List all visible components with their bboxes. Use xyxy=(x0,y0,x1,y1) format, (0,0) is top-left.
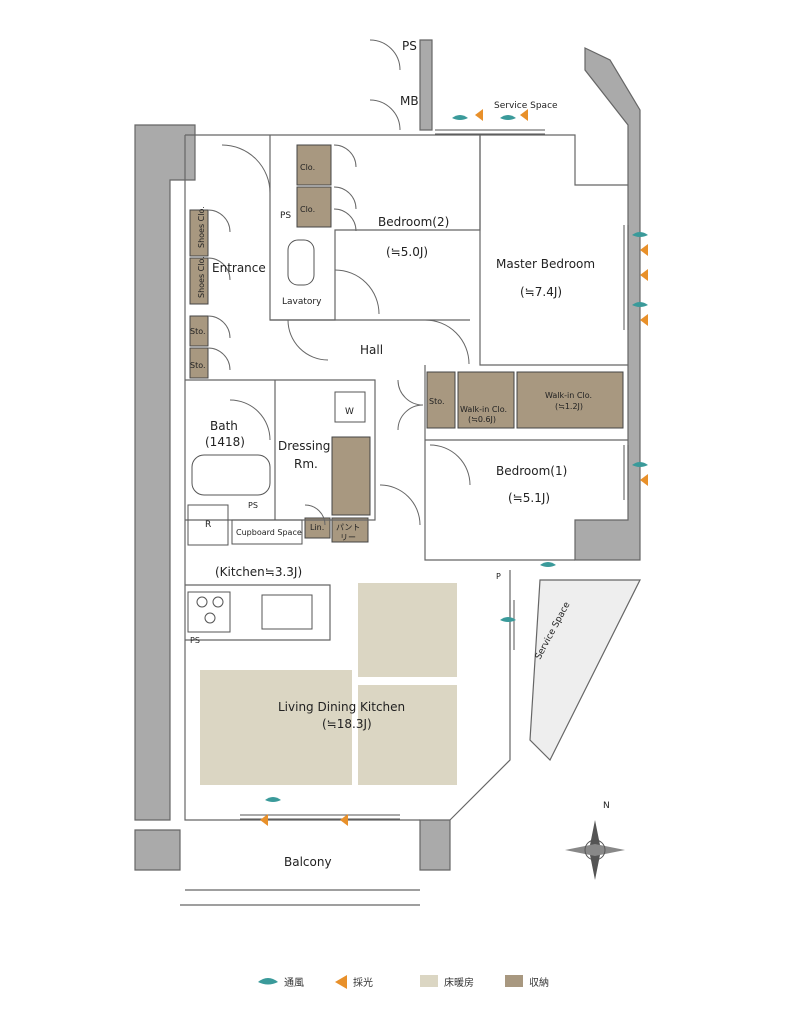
master-bedroom-size: (≒7.4J) xyxy=(520,285,562,299)
bedroom2-size: (≒5.0J) xyxy=(386,245,428,259)
washer-box xyxy=(334,391,366,423)
kitchen-label: (Kitchen≒3.3J) xyxy=(215,565,302,579)
cupboard-box xyxy=(231,519,303,545)
bath-label: Bath xyxy=(210,419,238,433)
ps-top-label: PS xyxy=(402,39,417,53)
p-label: P xyxy=(496,572,501,581)
legend-storage: 収納 xyxy=(529,976,549,989)
ldk-label: Living Dining Kitchen xyxy=(278,700,405,714)
ldk-size: (≒18.3J) xyxy=(322,717,372,731)
balcony-label: Balcony xyxy=(284,855,332,869)
wic-small-label: Walk-in Clo. xyxy=(460,405,507,414)
legend-daylight: 採光 xyxy=(353,976,373,989)
sto-2-label: Sto. xyxy=(190,361,206,370)
wic-large-size: (≒1.2J) xyxy=(555,402,583,411)
daylight-marks xyxy=(260,109,648,826)
ps-bath-label: PS xyxy=(248,501,258,510)
mb-label: MB xyxy=(400,94,419,108)
dressing-rm-label: Rm. xyxy=(294,457,318,471)
cupboard-label: Cupboard Space xyxy=(236,528,302,537)
walls xyxy=(134,39,641,906)
wic-small-size: (≒0.6J) xyxy=(468,415,496,424)
toilet xyxy=(287,239,315,286)
washer-label: W xyxy=(345,407,354,417)
wic-large-label: Walk-in Clo. xyxy=(545,391,592,400)
pantry-label-1: パント xyxy=(336,523,360,532)
bath-size: (1418) xyxy=(205,435,245,449)
sto-1-label: Sto. xyxy=(190,327,206,336)
bathtub xyxy=(191,454,271,496)
stove xyxy=(187,591,231,633)
linen-label: Lin. xyxy=(310,523,324,532)
shoes-clo-1-label: Shoes Clo. xyxy=(197,206,206,248)
legend-swatches xyxy=(258,975,523,989)
floor-heating-swatch xyxy=(420,975,438,987)
master-bedroom-label: Master Bedroom xyxy=(496,257,595,271)
ps-lav-label: PS xyxy=(280,211,291,221)
storage-fills xyxy=(189,144,624,543)
compass xyxy=(565,820,625,880)
bedroom1-size: (≒5.1J) xyxy=(508,491,550,505)
lavatory-label: Lavatory xyxy=(282,297,322,307)
bedroom2-label: Bedroom(2) xyxy=(378,215,449,229)
ps-kitchen-label: PS xyxy=(190,636,200,645)
bedroom1-label: Bedroom(1) xyxy=(496,464,567,478)
floor-heating-zones xyxy=(200,583,457,785)
legend-ventilation: 通風 xyxy=(284,977,304,989)
dressing-label: Dressing xyxy=(278,439,330,453)
fridge-box xyxy=(187,504,229,546)
ventilation-marks xyxy=(265,115,648,802)
clo-1-label: Clo. xyxy=(300,163,315,172)
clo-2-label: Clo. xyxy=(300,205,315,214)
shoes-clo-2-label: Shoes Clo. xyxy=(197,256,206,298)
entrance-label: Entrance xyxy=(212,261,266,275)
compass-north-label: N xyxy=(603,801,610,811)
fixtures xyxy=(187,239,366,633)
ventilation-legend-icon xyxy=(258,978,278,985)
hall-label: Hall xyxy=(360,343,383,357)
pantry-label-2: リー xyxy=(340,533,356,542)
sto-hall-label: Sto. xyxy=(429,397,445,406)
fridge-label: R xyxy=(205,520,211,530)
storage-swatch xyxy=(505,975,523,987)
door-swings xyxy=(207,39,471,526)
service-space-top-label: Service Space xyxy=(494,101,558,111)
sink xyxy=(261,594,313,630)
legend-floor-heating: 床暖房 xyxy=(444,976,474,989)
daylight-legend-icon xyxy=(335,975,347,989)
